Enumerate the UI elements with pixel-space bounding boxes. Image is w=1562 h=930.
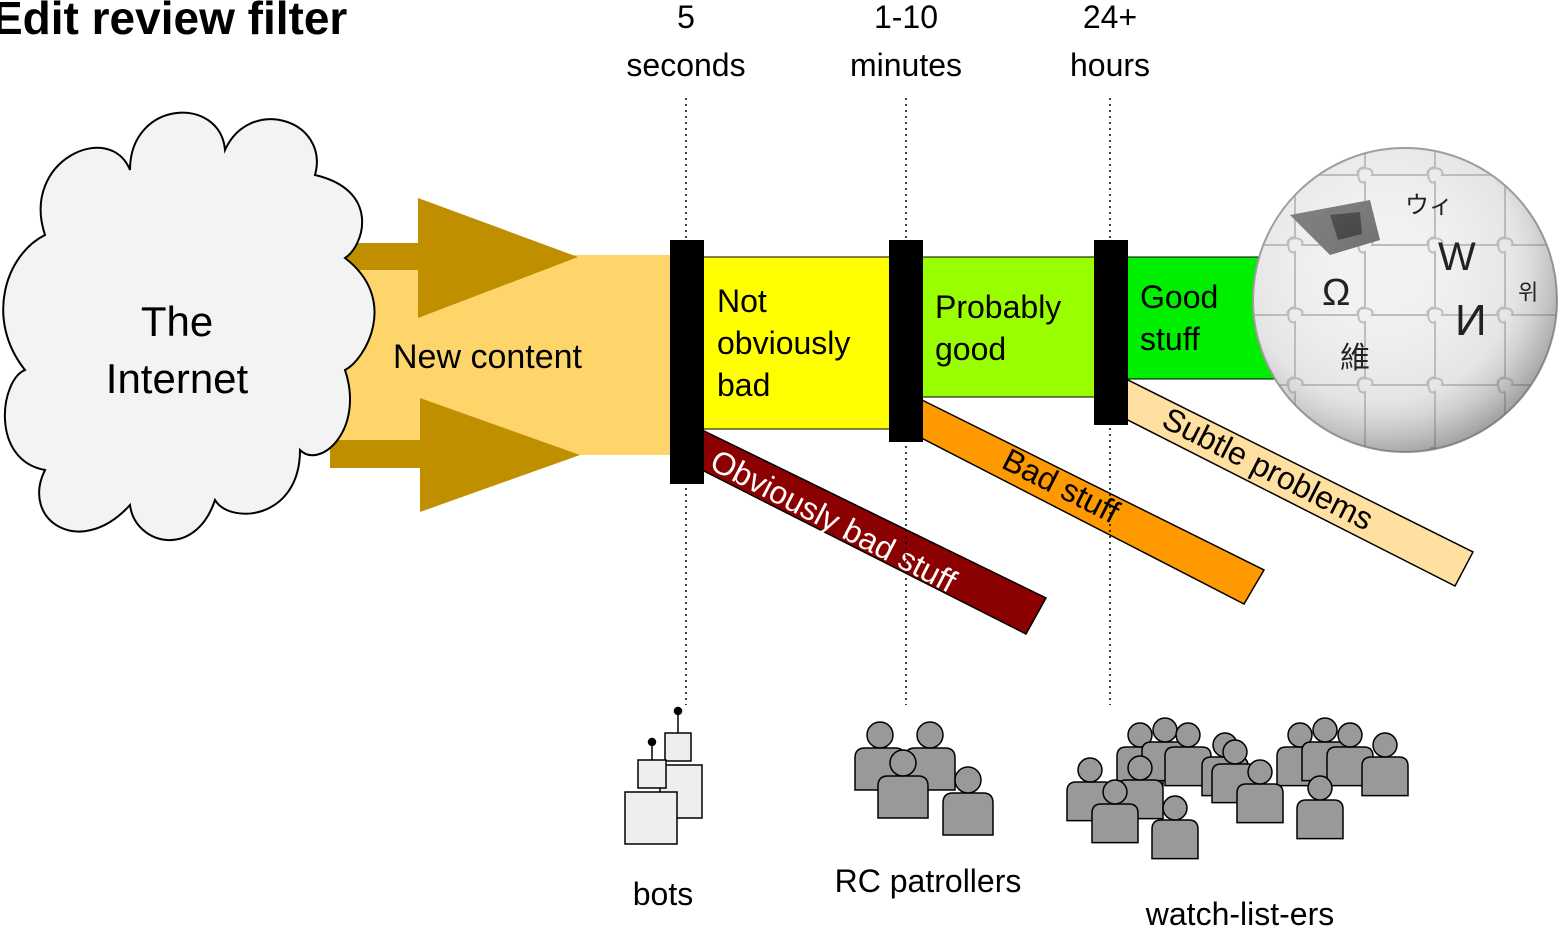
new-content-pipe [330, 255, 680, 455]
globe-glyph-w: W [1438, 235, 1476, 279]
people-group-icon [854, 721, 994, 836]
patroller-person [942, 766, 994, 836]
reviewer-labels: bots RC patrollers watch-list-ers [633, 863, 1334, 930]
stage-not-obviously-bad [697, 256, 899, 430]
obviously-bad-label: Obviously bad stuff [705, 442, 963, 599]
robot-body-front [624, 791, 678, 845]
time-labels: 5 seconds 1-10 minutes 24+ hours [626, 0, 1150, 83]
time-0-line2: seconds [626, 47, 745, 83]
stage-probably-good [905, 256, 1107, 398]
cloud-label-line1: The [141, 298, 213, 345]
patroller-person [877, 749, 929, 819]
diagram-title: Edit review filter [0, 0, 347, 44]
time-2-line1: 24+ [1083, 0, 1137, 35]
stage-1-line1: Probably [935, 289, 1061, 325]
globe-glyph-wei: 維 [1340, 342, 1370, 375]
watcher-person [1151, 795, 1199, 860]
robot-icon [624, 706, 703, 845]
stage-0-line2: obviously [717, 325, 850, 361]
stage-0-line3: bad [717, 367, 770, 403]
internet-cloud: The Internet [2, 111, 376, 542]
stage-2-line1: Good [1140, 279, 1218, 315]
inflow-arrow-bottom [330, 398, 580, 512]
inflow-arrow-top [330, 198, 578, 318]
reviewer-label-bots: bots [633, 876, 693, 912]
filter-bars [670, 240, 1128, 484]
cloud-outline [2, 111, 376, 542]
filter-bar-bots [670, 240, 704, 484]
globe-glyph-omega: Ω [1322, 272, 1350, 314]
robot-head-front [637, 759, 667, 789]
inflow-arrows [330, 198, 580, 512]
timing-lines [685, 98, 1111, 705]
watcher-person [1091, 779, 1139, 844]
reviewer-label-patrollers: RC patrollers [835, 863, 1022, 899]
time-0-line1: 5 [677, 0, 695, 35]
reviewer-label-watchers: watch-list-ers [1145, 896, 1334, 930]
time-1-line1: 1-10 [874, 0, 938, 35]
stage-1-line2: good [935, 331, 1006, 367]
globe-glyph-wi-korean: 위 [1518, 280, 1538, 305]
stage-0-line1: Not [717, 283, 767, 319]
new-content-label: New content [393, 338, 583, 376]
time-2-line2: hours [1070, 47, 1150, 83]
robot-head-back [664, 732, 692, 762]
cloud-label-line2: Internet [106, 355, 249, 402]
time-1-line2: minutes [850, 47, 962, 83]
stage-labels: Not obviously bad Probably good Good stu… [717, 279, 1218, 403]
wikipedia-globe-icon: W Ω И 維 ウィ 위 [1252, 147, 1558, 453]
stage-2-line2: stuff [1140, 321, 1200, 357]
filter-bar-patrollers [889, 240, 923, 442]
filter-bar-watchers [1094, 240, 1128, 425]
globe-glyph-wi: ウィ [1405, 192, 1453, 219]
globe-glyph-i: И [1455, 296, 1487, 345]
watcher-person [1236, 759, 1284, 824]
watcher-person [1361, 732, 1409, 797]
watcher-person [1164, 722, 1212, 787]
crowd-icon [1066, 717, 1409, 860]
watcher-person [1296, 775, 1344, 840]
